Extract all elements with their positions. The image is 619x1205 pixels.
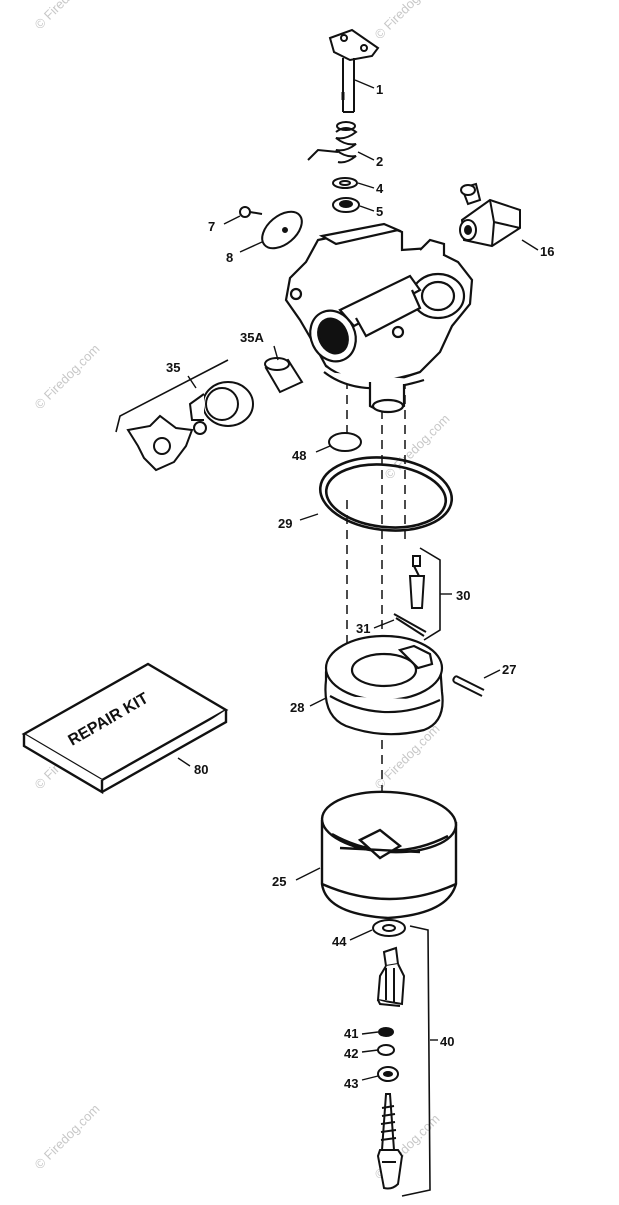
- part-float-pin-31: [393, 613, 427, 637]
- part-oring-43: [377, 1066, 399, 1082]
- part-float-28: [324, 634, 444, 736]
- part-repair-kit-80: REPAIR KIT: [21, 662, 229, 795]
- callout-31: 31: [356, 621, 370, 636]
- watermark: © Firedog.com: [372, 0, 443, 42]
- callout-25: 25: [272, 874, 286, 889]
- callout-16: 16: [540, 244, 554, 259]
- part-throttle-plate-8: [261, 210, 303, 250]
- callout-4: 4: [376, 181, 384, 196]
- callout-27: 27: [502, 662, 516, 677]
- bracket-40: [401, 925, 431, 1197]
- callout-8: 8: [226, 250, 233, 265]
- part-primer-35: [126, 381, 254, 472]
- bracket-30: [419, 547, 441, 641]
- part-carburetor-body: [284, 222, 474, 414]
- watermark: © Firedog.com: [32, 1101, 103, 1172]
- part-washer-42: [377, 1044, 395, 1056]
- callout-43: 43: [344, 1076, 358, 1091]
- part-inlet-needle-30: [408, 555, 426, 609]
- callout-42: 42: [344, 1046, 358, 1061]
- part-washer-44: [372, 919, 406, 937]
- watermark: © Firedog.com: [32, 0, 103, 32]
- callout-30: 30: [456, 588, 470, 603]
- callout-41: 41: [344, 1026, 358, 1041]
- part-seal-5: [332, 197, 360, 213]
- part-screw-7: [239, 206, 263, 218]
- callout-29: 29: [278, 516, 292, 531]
- callout-35A: 35A: [240, 330, 264, 345]
- part-throttle-shaft: [328, 28, 380, 113]
- leader-lines: [177, 79, 539, 1081]
- part-gasket-29: [318, 456, 454, 532]
- callout-80: 80: [194, 762, 208, 777]
- part-float-bowl-25: [320, 790, 458, 920]
- part-primer-cap-35A: [264, 357, 304, 394]
- callout-1: 1: [376, 82, 383, 97]
- callout-5: 5: [376, 204, 383, 219]
- part-spring: [307, 121, 358, 164]
- bracket-35: [115, 359, 229, 433]
- part-bowl-nut: [376, 946, 406, 1007]
- callout-2: 2: [376, 154, 383, 169]
- part-oring-41: [378, 1027, 394, 1037]
- callout-labels: 1 2 4 5 7 8 16 35A 35 48 29 30 31 27 28 …: [166, 82, 554, 1091]
- callout-35: 35: [166, 360, 180, 375]
- watermark: © Firedog.com: [32, 341, 103, 412]
- part-fuel-fitting-16: [459, 182, 521, 248]
- callout-40: 40: [440, 1034, 454, 1049]
- callout-48: 48: [292, 448, 306, 463]
- part-pin-27: [452, 675, 485, 697]
- callout-7: 7: [208, 219, 215, 234]
- part-washer-4: [332, 177, 358, 189]
- callout-44: 44: [332, 934, 347, 949]
- part-plug-48: [328, 432, 362, 452]
- part-needle-screw: [376, 1093, 404, 1190]
- callout-28: 28: [290, 700, 304, 715]
